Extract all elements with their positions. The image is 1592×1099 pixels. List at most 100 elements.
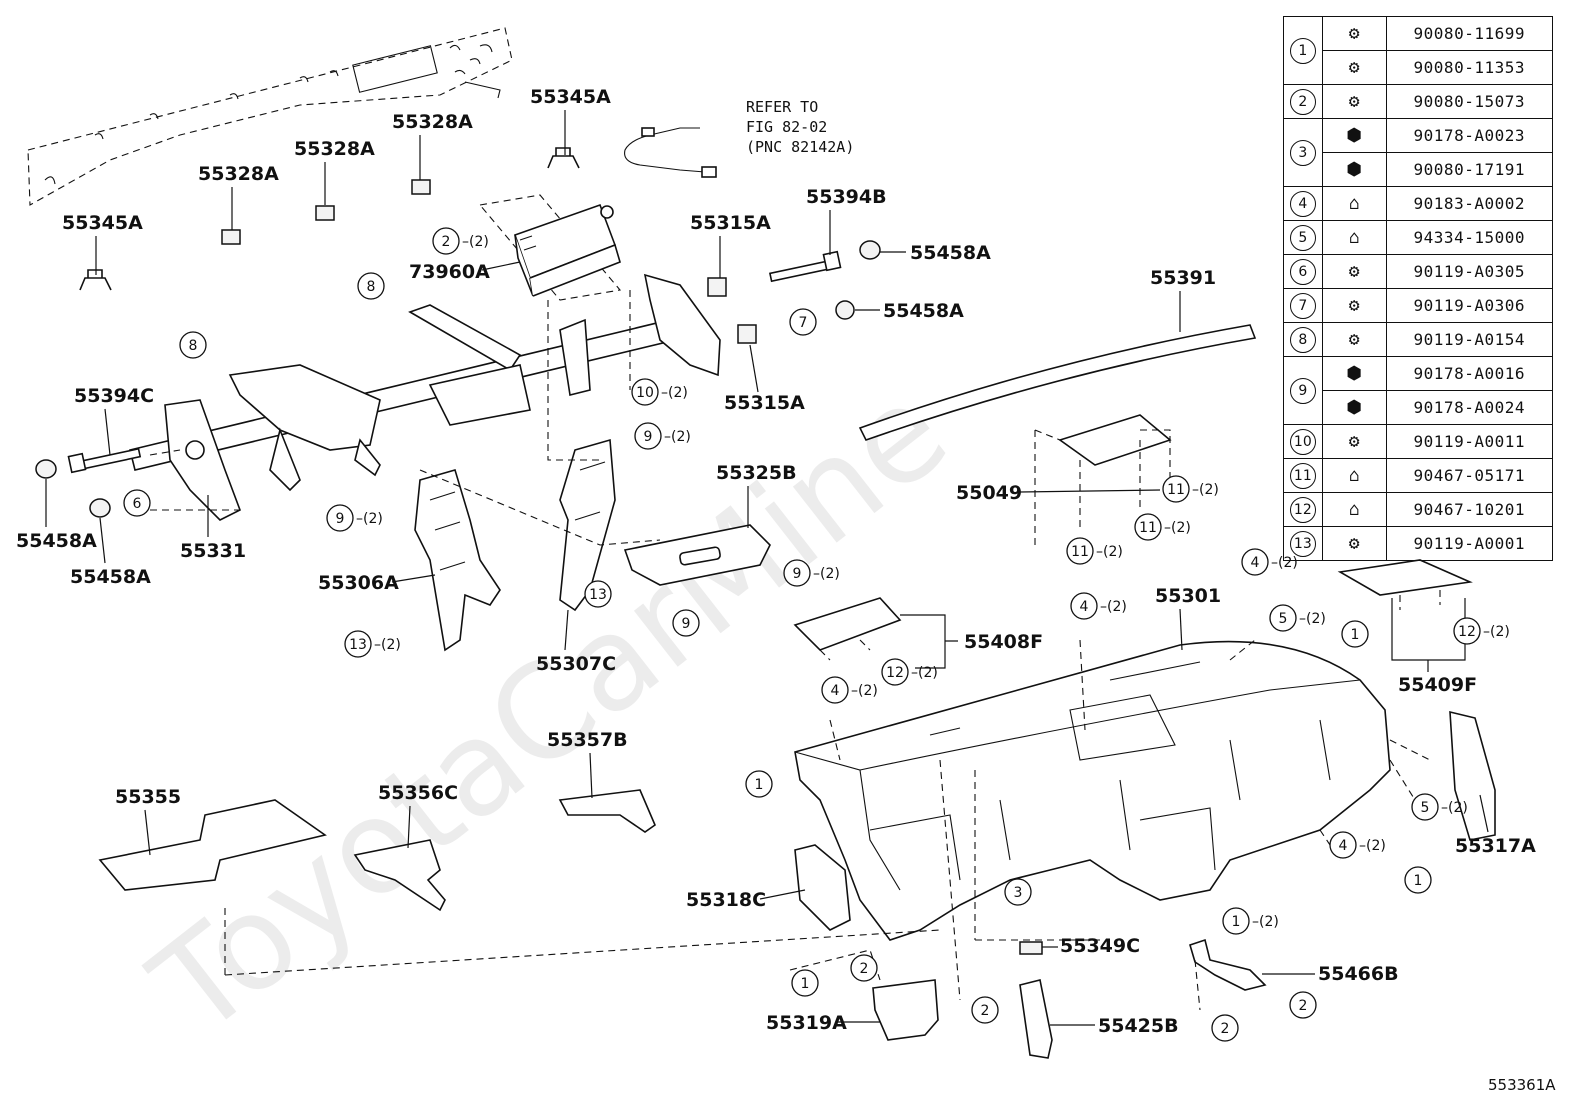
legend-part-number: 90119-A0154 [1385, 322, 1554, 357]
legend-row: 10⚙90119-A0011 [1283, 424, 1554, 459]
callout-4: 4–(2) [821, 676, 878, 704]
legend-row: 8⚙90119-A0154 [1283, 322, 1554, 357]
callout-number: 2 [1299, 998, 1308, 1014]
callout-circle [1411, 793, 1439, 821]
legend-number: 7 [1289, 292, 1316, 319]
callout-6: 6 [123, 489, 151, 517]
legend-icon-cell: ⚙ [1321, 526, 1387, 561]
callout-number: 9 [682, 616, 691, 632]
label-55328A-left: 55328A [198, 163, 279, 185]
label-55391: 55391 [1150, 267, 1216, 289]
nut-55328A-3 [411, 179, 431, 195]
callout-12: 12–(2) [1453, 617, 1510, 645]
callout-circle [344, 630, 372, 658]
callout-circle [1341, 620, 1369, 648]
label-55328A-mid: 55328A [294, 138, 375, 160]
nut-55328A-2 [315, 205, 335, 221]
label-55356C: 55356C [378, 782, 458, 804]
label-55306A: 55306A [318, 572, 399, 594]
legend-number-cell: 10 [1283, 424, 1323, 459]
wire-harness-drawing [624, 127, 717, 178]
callout-circle [791, 969, 819, 997]
legend-number: 10 [1289, 428, 1316, 455]
callout-group: 2–(2)8810–(2)769–(2)9–(2)9–(2)91313–(2)1… [123, 227, 1510, 1042]
legend-icon-cell: ⬢ [1321, 356, 1387, 391]
callout-4: 4–(2) [1329, 831, 1386, 859]
legend-number: 6 [1289, 258, 1316, 285]
callout-10: 10–(2) [631, 378, 688, 406]
callout-circle [1404, 866, 1432, 894]
callout-quantity: –(2) [1100, 599, 1127, 615]
watermark-text: ToyotaCarMine [125, 355, 975, 1066]
callout-circle [326, 504, 354, 532]
callout-quantity: –(2) [911, 665, 938, 681]
bolt-icon: ⚙ [1348, 295, 1360, 316]
callout-1: 1 [1341, 620, 1369, 648]
callout-quantity: –(2) [1192, 482, 1219, 498]
callout-9: 9–(2) [326, 504, 383, 532]
legend-number: 4 [1289, 190, 1316, 217]
callout-circle [1289, 991, 1317, 1019]
callout-number: 2 [981, 1003, 990, 1019]
legend-part-number: 90178-A0023 [1385, 118, 1554, 153]
legend-row: 1⚙90080-11699 [1283, 16, 1554, 85]
bracket-55466B [1189, 938, 1267, 991]
callout-number: 4 [1339, 838, 1348, 854]
brace-55307C-drawing [559, 438, 616, 612]
nut-icon: ⬢ [1346, 363, 1362, 384]
cover-55049-drawing [1034, 414, 1172, 550]
bolt-icon: ⚙ [1348, 57, 1360, 78]
callout-number: 2 [442, 234, 451, 250]
label-55394B: 55394B [806, 186, 887, 208]
spacer-55315A-1 [707, 277, 727, 297]
legend-part-number: 90467-10201 [1385, 492, 1554, 527]
label-55319A: 55319A [766, 1012, 847, 1034]
legend-part-number: 90119-A0011 [1385, 424, 1554, 459]
callout-7: 7 [789, 308, 817, 336]
callout-number: 3 [1014, 885, 1023, 901]
label-55331: 55331 [180, 540, 246, 562]
silencer-55356C [353, 839, 446, 912]
legend-number-cell: 1 [1283, 16, 1323, 85]
callout-13: 13–(2) [344, 630, 401, 658]
label-55466B: 55466B [1318, 963, 1399, 985]
reinforcement-beam-drawing [129, 273, 721, 521]
callout-number: 12 [886, 665, 904, 681]
bolt-icon: ⚙ [1348, 533, 1360, 554]
callout-9: 9 [672, 609, 700, 637]
clip-55349C [1019, 941, 1043, 955]
callout-number: 1 [1232, 914, 1241, 930]
guide-lines [150, 290, 1431, 1011]
callout-circle [123, 489, 151, 517]
callout-11: 11–(2) [1066, 537, 1123, 565]
spacer-55315A-2 [737, 324, 757, 344]
callout-circle [1211, 1014, 1239, 1042]
legend-row: 4⌂90183-A0002 [1283, 186, 1554, 221]
callout-number: 11 [1139, 520, 1157, 536]
cover-55319A [872, 979, 939, 1041]
legend-number-cell: 12 [1283, 492, 1323, 527]
cover-55408F-drawing [793, 597, 902, 661]
legend-row: 11⌂90467-05171 [1283, 458, 1554, 493]
callout-2: 2 [1211, 1014, 1239, 1042]
legend-icon-cell: ⬢ [1321, 118, 1387, 153]
legend-row: ⚙90080-11353 [1284, 50, 1554, 85]
callout-1: 1–(2) [1222, 907, 1279, 935]
label-55317A: 55317A [1455, 835, 1536, 857]
callout-number: 9 [644, 429, 653, 445]
callout-5: 5–(2) [1411, 793, 1468, 821]
callout-8: 8 [357, 272, 385, 300]
clip-icon: ⌂ [1348, 499, 1360, 520]
label-55349C: 55349C [1060, 935, 1140, 957]
callout-circle [881, 658, 909, 686]
bolt-55394B-drawing [768, 250, 842, 283]
side-panel-55317A [1449, 710, 1496, 841]
label-55301: 55301 [1155, 585, 1221, 607]
label-55325B: 55325B [716, 462, 797, 484]
callout-circle [357, 272, 385, 300]
legend-number: 9 [1289, 377, 1316, 404]
label-55345A-top: 55345A [530, 86, 611, 108]
washer-55458A-3 [859, 240, 881, 260]
